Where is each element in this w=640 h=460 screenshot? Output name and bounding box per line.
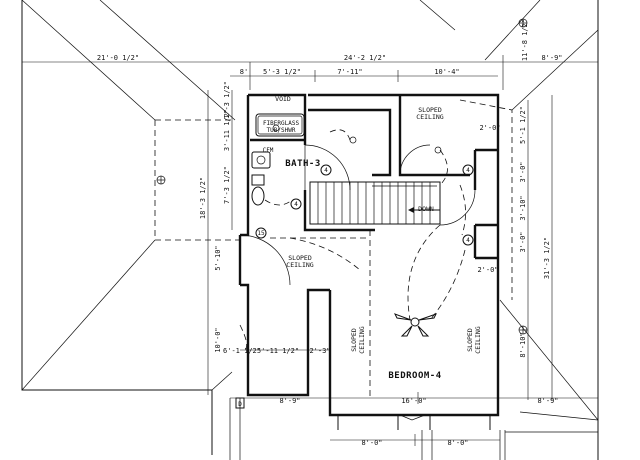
dim-bottom-a: 8'-0" xyxy=(361,439,382,447)
tag-15: 15 xyxy=(257,230,265,237)
dimension-lines xyxy=(22,55,598,446)
dim-bath-a: 6'-1 1/2" xyxy=(223,347,261,355)
dim-bottom-b: 8'-0" xyxy=(447,439,468,447)
dim-right-f: 2'-0" xyxy=(477,266,498,274)
dim-row2-c: 7'-11" xyxy=(337,68,362,76)
dim-right-c: 3'-0" xyxy=(519,161,527,182)
dim-row2-b: 5'-3 1/2" xyxy=(263,68,301,76)
tub-label-line2: TUB/SHWR xyxy=(267,127,296,134)
tag-4-d: 4 xyxy=(466,237,470,244)
bedroom-room-label: BEDROOM-4 xyxy=(388,371,441,381)
walls xyxy=(238,93,500,417)
dim-top-right: 8'-9" xyxy=(541,54,562,62)
sloped-label-4: SLOPED xyxy=(466,328,474,352)
dim-right-h: 8'-10" xyxy=(519,332,527,357)
ceiling-dash-lines xyxy=(154,99,513,400)
cfm-label: CFM xyxy=(263,147,274,154)
dim-left-f: 10'-0" xyxy=(214,327,222,352)
dim-top-right-vert: 11'-8 1/2" xyxy=(521,19,529,61)
circuit-arcs xyxy=(239,129,466,351)
stair-down-label: DOWN xyxy=(418,205,434,213)
dim-bot-row-c: 8'-9" xyxy=(537,397,558,405)
tag-d: D xyxy=(238,401,242,408)
sloped-label-2: SLOPED xyxy=(288,254,312,262)
ceiling-label-1: CEILING xyxy=(416,113,443,121)
dim-right-d: 3'-10" xyxy=(519,195,527,220)
tub-label-line1: FIBERGLASS xyxy=(263,120,300,127)
dim-bot-row-b: 16'-0" xyxy=(401,397,426,405)
roof-lines xyxy=(21,0,599,460)
dim-left-d: 18'-3 1/2" xyxy=(199,177,207,219)
void-label: VOID xyxy=(275,95,291,103)
ceiling-label-4: CEILING xyxy=(474,326,482,353)
dim-right-b: 5'-1 1/2" xyxy=(519,106,527,144)
dim-left-e: 5'-10" xyxy=(214,245,222,270)
circled-tags: 4 4 4 4 15 D xyxy=(235,164,474,409)
dim-left-c: 7'-3 1/2" xyxy=(223,166,231,204)
light-fixtures xyxy=(156,18,528,335)
ceiling-label-3: CEILING xyxy=(358,326,366,353)
bath-fixtures xyxy=(251,113,305,206)
dim-top-left: 21'-0 1/2" xyxy=(97,54,139,62)
dim-right-e: 3'-0" xyxy=(519,231,527,252)
tag-4-b: 4 xyxy=(294,201,298,208)
dim-right-g: 31'-3 1/2" xyxy=(543,237,551,279)
sloped-label-1: SLOPED xyxy=(418,106,442,114)
dim-left-b: 3'-11 1/2" xyxy=(223,109,231,151)
bath-room-label: BATH-3 xyxy=(285,159,321,169)
room-labels: VOID FIBERGLASS TUB/SHWR CFM BATH-3 BEDR… xyxy=(263,95,482,381)
dim-bot-row-a: 8'-9" xyxy=(279,397,300,405)
sloped-label-3: SLOPED xyxy=(350,328,358,352)
window-marks xyxy=(337,415,491,430)
dim-row2-d: 10'-4" xyxy=(434,68,459,76)
tag-4-c: 4 xyxy=(466,167,470,174)
door-swings xyxy=(239,144,476,421)
dimension-labels: 21'-0 1/2" 24'-2 1/2" 8'-9" 11'-8 1/2" 8… xyxy=(97,19,563,447)
dim-left-a: 1'-3 1/2" xyxy=(223,81,231,119)
dim-bath-b: 5'-11 1/2" xyxy=(257,347,299,355)
dim-bath-c: 2'-3" xyxy=(309,347,330,355)
ceiling-fan xyxy=(393,313,438,337)
ceiling-label-2: CEILING xyxy=(286,261,313,269)
dim-right-a: 2'-0" xyxy=(479,124,500,132)
tag-4-a: 4 xyxy=(324,167,328,174)
dim-top-mid: 24'-2 1/2" xyxy=(344,54,386,62)
dim-row2-a: 8' xyxy=(240,68,248,76)
stair xyxy=(309,181,441,225)
